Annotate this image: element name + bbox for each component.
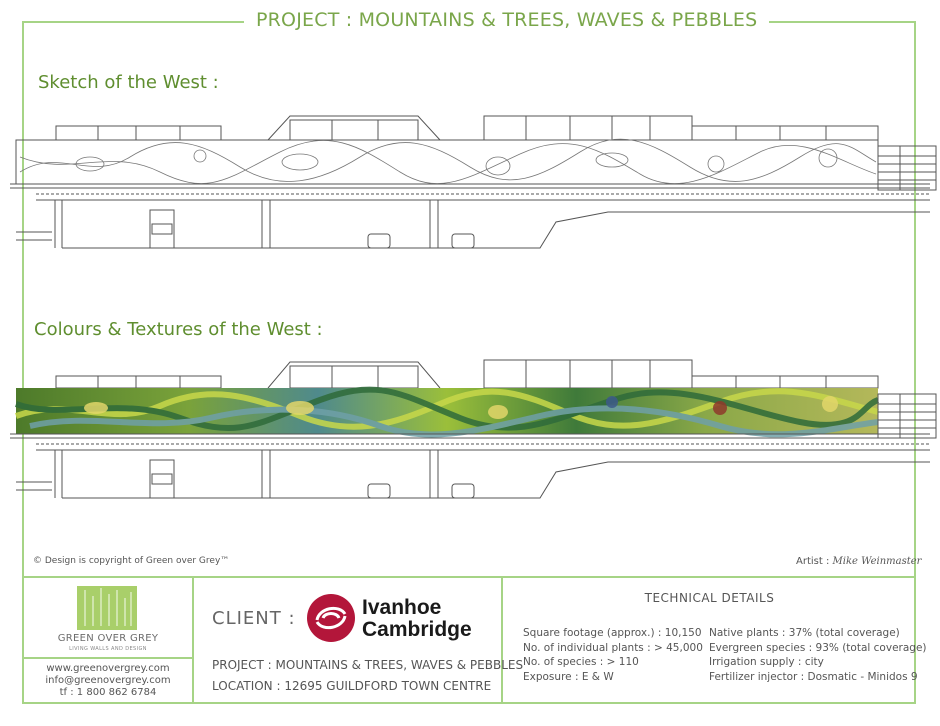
sketch-heading: Sketch of the West : xyxy=(38,72,219,93)
tech-plant-count: No. of individual plants : > 45,000 xyxy=(523,641,703,654)
company-phone: tf : 1 800 862 6784 xyxy=(59,687,157,698)
technical-details-right: Native plants : 37% (total coverage) Eve… xyxy=(709,626,927,684)
colours-heading: Colours & Textures of the West : xyxy=(34,319,323,340)
project-location: LOCATION : 12695 GUILDFORD TOWN CENTRE xyxy=(212,679,492,693)
company-website[interactable]: www.greenovergrey.com xyxy=(46,663,170,674)
tech-native-plants: Native plants : 37% (total coverage) xyxy=(709,627,900,639)
company-name: GREEN OVER GREY xyxy=(57,633,159,644)
ivanhoe-cambridge-logo-icon xyxy=(307,594,355,642)
copyright-notice: © Design is copyright of Green over Grey… xyxy=(33,556,230,566)
tech-species-count: No. of species : > 110 xyxy=(523,656,639,668)
client-label: CLIENT : xyxy=(212,608,296,629)
info-panel-divider-right xyxy=(501,576,503,704)
tech-evergreen-species: Evergreen species : 93% (total coverage) xyxy=(709,641,927,654)
company-tagline: LIVING WALLS AND DESIGN xyxy=(69,646,147,652)
client-name-line2: Cambridge xyxy=(362,618,472,641)
tech-irrigation: Irrigation supply : city xyxy=(709,656,824,668)
info-panel-divider-left xyxy=(192,576,194,704)
tech-exposure: Exposure : E & W xyxy=(523,670,614,683)
company-email[interactable]: info@greenovergrey.com xyxy=(45,675,171,686)
artist-credit: Artist : Mike Weinmaster xyxy=(796,556,921,567)
artist-label: Artist : xyxy=(796,556,830,567)
green-over-grey-logo-icon xyxy=(77,586,137,630)
info-panel-divider xyxy=(22,576,916,578)
tech-square-footage: Square footage (approx.) : 10,150 xyxy=(523,627,702,639)
client-name: Ivanhoe Cambridge xyxy=(362,597,472,641)
sketch-elevation-drawing xyxy=(10,115,937,249)
colour-elevation-drawing xyxy=(10,359,937,499)
project-name: PROJECT : MOUNTAINS & TREES, WAVES & PEB… xyxy=(212,658,524,672)
page-title: PROJECT : MOUNTAINS & TREES, WAVES & PEB… xyxy=(244,9,770,31)
artist-signature: Mike Weinmaster xyxy=(832,556,922,567)
contact-divider xyxy=(24,657,192,659)
technical-details-title: TECHNICAL DETAILS xyxy=(644,591,775,605)
client-name-line1: Ivanhoe xyxy=(362,596,442,619)
contact-block: www.greenovergrey.com info@greenovergrey… xyxy=(24,663,192,699)
technical-details-left: Square footage (approx.) : 10,150 No. of… xyxy=(523,626,703,684)
tech-fertilizer: Fertilizer injector : Dosmatic - Minidos… xyxy=(709,670,918,683)
